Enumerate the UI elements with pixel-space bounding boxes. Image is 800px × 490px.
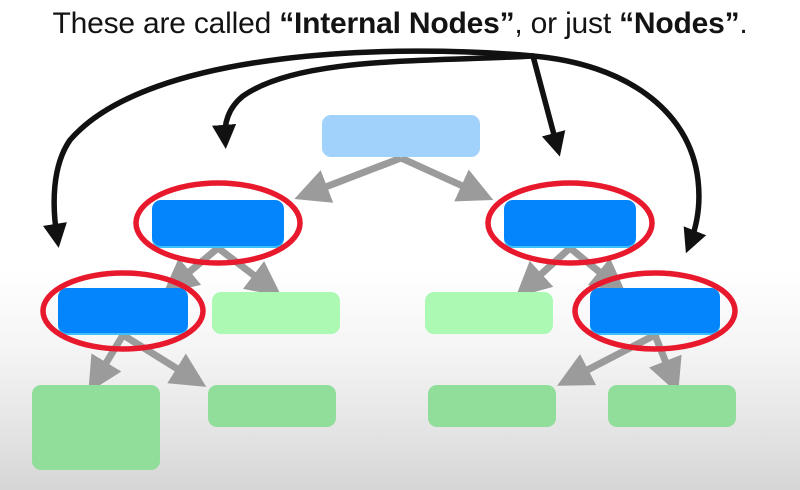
tree-edge-nr-to-nrl (515, 245, 573, 298)
tree-edge-nrr-to-nrrr (649, 333, 682, 394)
tree-edge-nll-to-nlll (88, 333, 126, 393)
highlight-ellipse-internal-right (485, 180, 655, 266)
page-title: These are called “Internal Nodes”, or ju… (0, 4, 800, 44)
highlight-ellipse-internal-left (133, 180, 303, 266)
tree-node-leaf-bottom-1[interactable] (32, 385, 160, 470)
caption-segment-2: “Internal Nodes” (279, 7, 515, 40)
annotation-arrow-to-internal-right-right (530, 53, 707, 254)
highlight-ellipse-internal-right-right (572, 270, 738, 352)
tree-node-root[interactable] (322, 115, 480, 157)
highlight-ellipse-internal-left-left (40, 270, 206, 352)
caption-segment-4: “Nodes” (619, 7, 740, 40)
tree-node-internal-right-right[interactable] (590, 288, 720, 333)
annotation-arrow-to-internal-left-left (43, 48, 536, 248)
tree-edge-nr-to-nrr (567, 245, 627, 294)
tree-node-leaf-left-right[interactable] (212, 292, 340, 334)
tree-edge-nl-to-nlr (215, 245, 282, 297)
tree-node-leaf-bottom-3[interactable] (428, 385, 556, 427)
tree-node-internal-left-left[interactable] (58, 288, 188, 333)
tree-node-leaf-right-left[interactable] (425, 292, 553, 334)
tree-edge-nrr-to-nrrl (557, 331, 657, 386)
annotation-arrow-to-internal-right (530, 53, 566, 157)
tree-edge-root-to-right (399, 154, 494, 202)
tree-edge-nl-to-nll (163, 245, 221, 294)
caption-segment-5: . (739, 7, 748, 40)
tree-edge-root-to-left (294, 154, 403, 203)
tree-node-internal-right[interactable] (504, 200, 636, 246)
tree-node-leaf-bottom-2[interactable] (208, 385, 336, 427)
tree-edge-nll-to-nllr (121, 332, 207, 387)
tree-node-internal-left[interactable] (152, 200, 284, 246)
caption-segment-3: , or just (514, 7, 620, 40)
caption-segment-1: These are called (52, 7, 280, 40)
annotation-arrow-to-internal-left (211, 53, 536, 149)
tree-node-leaf-bottom-4[interactable] (608, 385, 736, 427)
